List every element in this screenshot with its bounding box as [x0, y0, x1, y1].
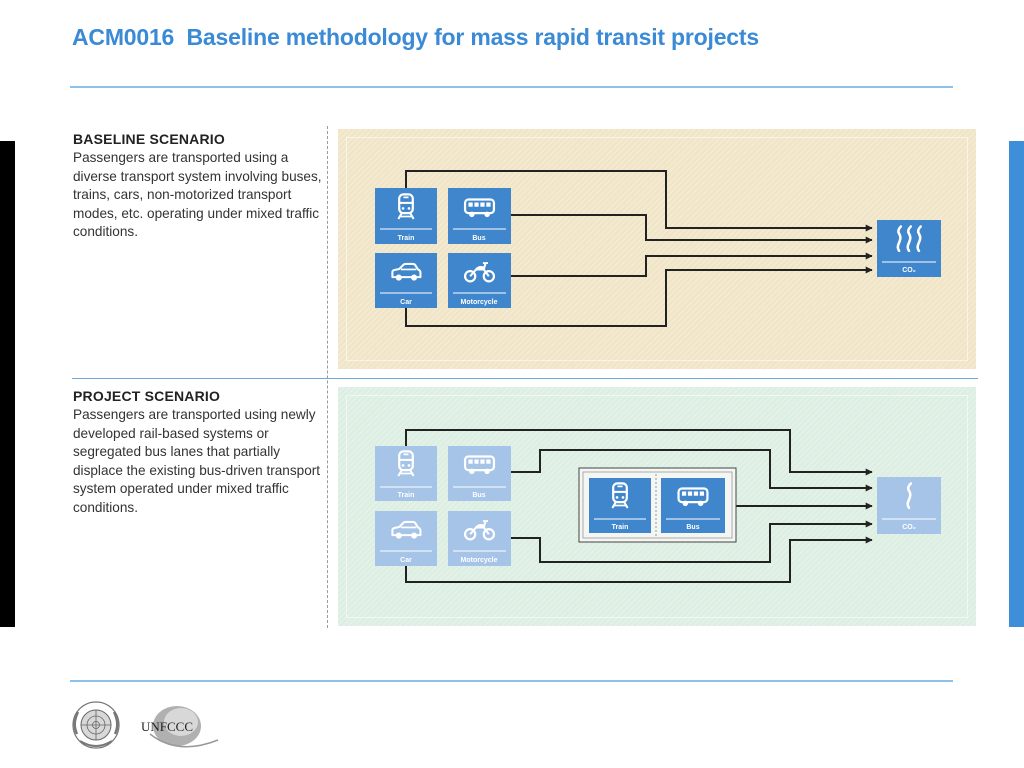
unfccc-logo: UNFCCC: [141, 706, 219, 748]
baseline-tile-bus: Bus: [448, 188, 511, 244]
project-motorcycle-label: Motorcycle: [461, 557, 498, 564]
baseline-co2-label: CO₂: [902, 267, 916, 274]
baseline-train-arrow: [405, 170, 873, 232]
left-edge-bar: [0, 141, 15, 627]
baseline-car-arrow: [405, 266, 873, 327]
project-tile-train: Train: [375, 446, 437, 501]
project-description: Passengers are transported using newly d…: [73, 407, 321, 515]
bottom-rule: [70, 680, 953, 682]
project-car-arrow: [405, 536, 873, 583]
project-tile-co2: CO₂: [877, 477, 941, 534]
project-panel: [338, 387, 976, 626]
baseline-car-label: Car: [400, 299, 412, 306]
project-co2-label: CO₂: [902, 524, 916, 531]
vertical-divider: [327, 126, 328, 628]
scenario-divider: [72, 378, 978, 379]
baseline-tile-train: Train: [375, 188, 437, 244]
un-emblem-icon: [72, 701, 120, 749]
mrts-bus-label: Bus: [686, 524, 699, 531]
baseline-text: BASELINE SCENARIO Passengers are transpo…: [73, 131, 323, 242]
footer-logos: UNFCCC: [72, 701, 219, 749]
project-train-arrow: [405, 429, 873, 476]
top-rule: [70, 86, 953, 88]
project-bus-arrow: [511, 449, 873, 492]
baseline-tile-co2: CO₂: [877, 220, 941, 277]
project-bus-label: Bus: [472, 492, 485, 499]
project-connectors: [405, 429, 873, 583]
project-heading: PROJECT SCENARIO: [73, 388, 221, 404]
unfccc-wordmark: UNFCCC: [141, 719, 193, 734]
baseline-description: Passengers are transported using a diver…: [73, 150, 322, 239]
mrts-tile-train: Train: [589, 478, 651, 533]
mrts-tile-bus: Bus: [661, 478, 725, 533]
baseline-tile-motorcycle: Motorcycle: [448, 253, 511, 308]
project-text: PROJECT SCENARIO Passengers are transpor…: [73, 388, 323, 517]
slide-title: ACM0016 Baseline methodology for mass ra…: [72, 24, 759, 50]
project-motorcycle-arrow: [511, 520, 873, 563]
baseline-panel: [338, 129, 976, 369]
project-tile-bus: Bus: [448, 446, 511, 501]
mrts-train-label: Train: [612, 524, 629, 531]
baseline-motorcycle-arrow: [511, 252, 873, 277]
project-tile-motorcycle: Motorcycle: [448, 511, 511, 566]
baseline-bus-label: Bus: [472, 235, 485, 242]
project-car-label: Car: [400, 557, 412, 564]
right-accent-bar: [1009, 141, 1024, 627]
baseline-motorcycle-label: Motorcycle: [461, 299, 498, 306]
baseline-bus-arrow: [511, 214, 873, 244]
project-tile-car: Car: [375, 511, 437, 566]
baseline-tile-car: Car: [375, 253, 437, 308]
baseline-heading: BASELINE SCENARIO: [73, 131, 225, 147]
baseline-connectors: [405, 170, 873, 327]
baseline-train-label: Train: [398, 235, 415, 242]
project-train-label: Train: [398, 492, 415, 499]
